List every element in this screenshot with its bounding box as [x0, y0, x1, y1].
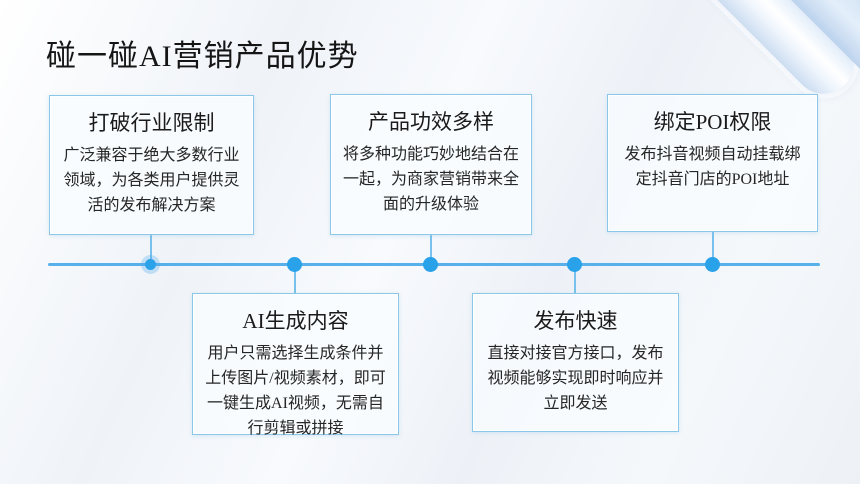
feature-card-5: 绑定POI权限 发布抖音视频自动挂载绑定抖音门店的POI地址 — [607, 94, 818, 232]
page-title: 碰一碰AI营销产品优势 — [46, 40, 359, 73]
timeline-dot-3 — [423, 257, 438, 272]
timeline-connector-4 — [574, 266, 576, 293]
feature-card-title: AI生成内容 — [242, 309, 349, 333]
feature-card-2: AI生成内容 用户只需选择生成条件并上传图片/视频素材，即可一键生成AI视频，无… — [192, 293, 399, 437]
feature-card-3: 产品功效多样 将多种功能巧妙地结合在一起，为商家营销带来全面的升级体验 — [330, 94, 532, 235]
timeline-dot-4 — [567, 257, 582, 272]
feature-card-body: 将多种功能巧妙地结合在一起，为商家营销带来全面的升级体验 — [342, 146, 519, 213]
timeline-connector-2 — [294, 266, 296, 293]
timeline-connector-5 — [712, 232, 714, 263]
feature-card-body: 用户只需选择生成条件并上传图片/视频素材，即可一键生成AI视频，无需自行剪辑或拼… — [205, 345, 386, 437]
feature-card-title: 打破行业限制 — [88, 111, 215, 135]
feature-card-1: 打破行业限制 广泛兼容于绝大多数行业领域，为各类用户提供灵活的发布解决方案 — [49, 95, 254, 235]
feature-card-title: 发布快速 — [533, 309, 618, 333]
feature-card-body: 直接对接官方接口，发布视频能够实现即时响应并立即发送 — [487, 345, 664, 412]
timeline-dot-1 — [145, 259, 156, 270]
feature-card-title: 绑定POI权限 — [653, 110, 772, 134]
timeline-connector-3 — [430, 235, 432, 263]
glass-ribbon-decoration — [653, 0, 860, 107]
feature-card-body: 广泛兼容于绝大多数行业领域，为各类用户提供灵活的发布解决方案 — [63, 147, 240, 214]
timeline-dot-5 — [705, 257, 720, 272]
feature-card-4: 发布快速 直接对接官方接口，发布视频能够实现即时响应并立即发送 — [472, 293, 679, 432]
feature-card-body: 发布抖音视频自动挂载绑定抖音门店的POI地址 — [624, 146, 801, 188]
timeline-dot-2 — [287, 257, 302, 272]
timeline-connector-1 — [150, 235, 152, 263]
feature-card-title: 产品功效多样 — [368, 110, 494, 134]
